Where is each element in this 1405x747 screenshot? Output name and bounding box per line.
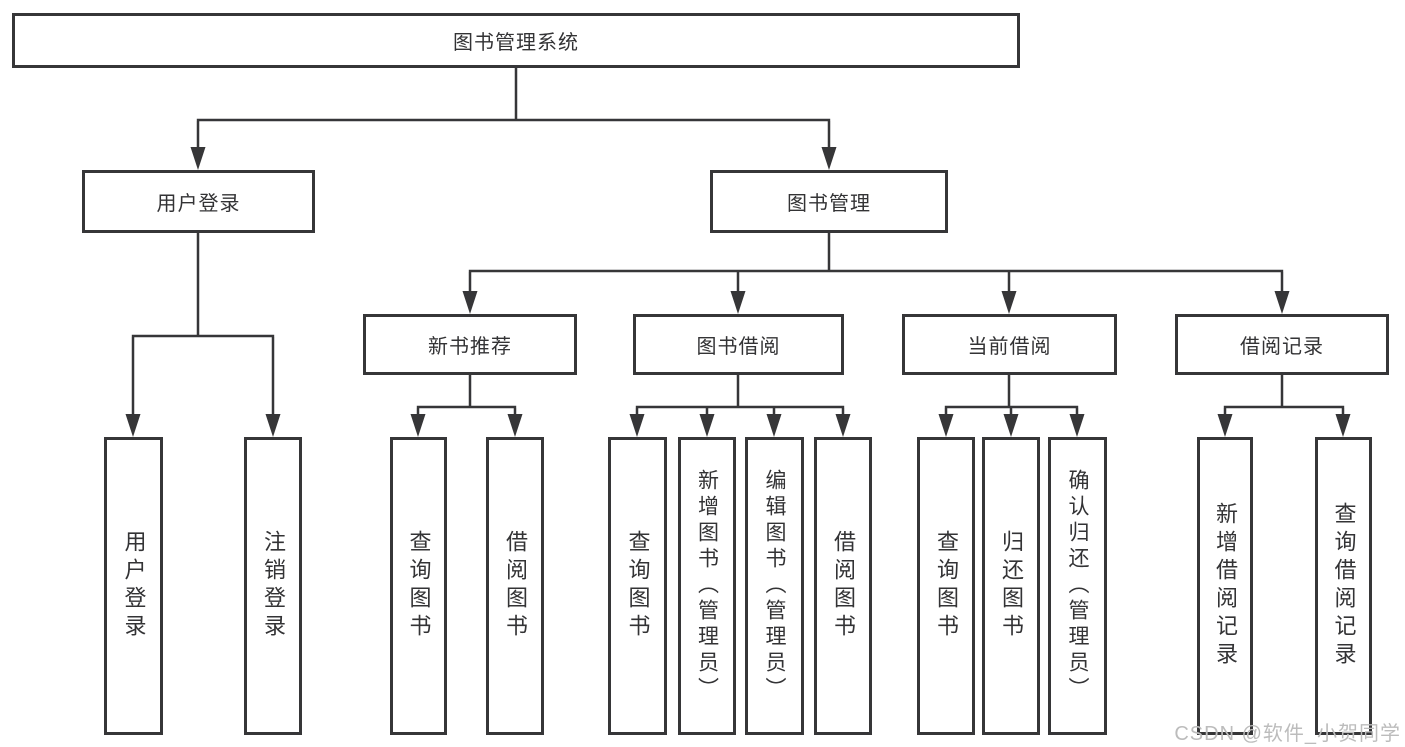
leaf-add-borrow-record: 新增借阅记录 — [1197, 437, 1253, 735]
leaf-user-login: 用户登录 — [104, 437, 163, 735]
node-book-borrow: 图书借阅 — [633, 314, 844, 375]
leaf-query-borrow-record: 查询借阅记录 — [1315, 437, 1372, 735]
leaf-add-book-admin: 新增图书（管理员） — [678, 437, 736, 735]
node-borrow-records: 借阅记录 — [1175, 314, 1389, 375]
node-new-book-recommend: 新书推荐 — [363, 314, 577, 375]
node-book-management-module: 图书管理 — [710, 170, 948, 233]
node-root: 图书管理系统 — [12, 13, 1020, 68]
leaf-return-book: 归还图书 — [982, 437, 1040, 735]
leaf-edit-book-admin: 编辑图书（管理员） — [745, 437, 804, 735]
leaf-confirm-return-admin: 确认归还（管理员） — [1048, 437, 1107, 735]
node-user-login-module: 用户登录 — [82, 170, 315, 233]
csdn-watermark: CSDN @软件_小贺同学 — [1174, 723, 1401, 745]
leaf-current-query-book: 查询图书 — [917, 437, 975, 735]
leaf-borrow-book: 借阅图书 — [814, 437, 872, 735]
leaf-borrow-query-book: 查询图书 — [608, 437, 667, 735]
leaf-recommend-query-book: 查询图书 — [390, 437, 447, 735]
node-current-borrow: 当前借阅 — [902, 314, 1117, 375]
leaf-recommend-borrow-book: 借阅图书 — [486, 437, 544, 735]
leaf-logout: 注销登录 — [244, 437, 302, 735]
